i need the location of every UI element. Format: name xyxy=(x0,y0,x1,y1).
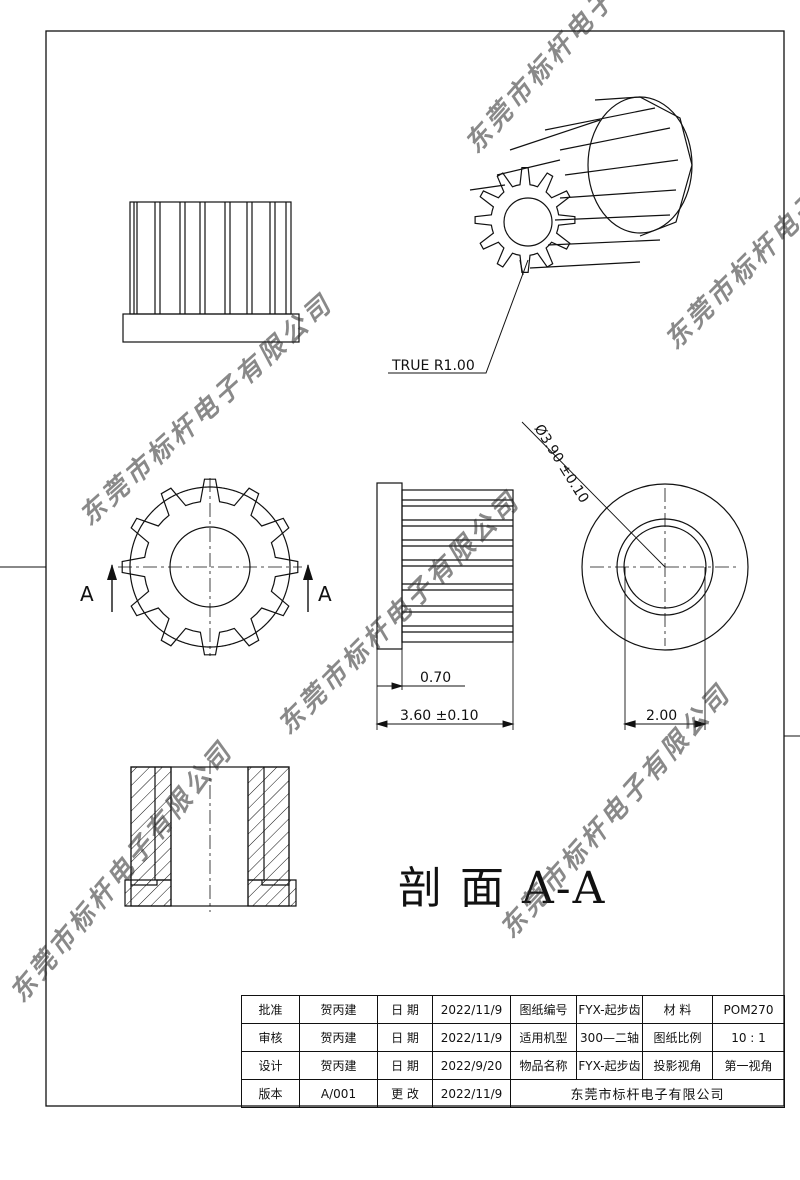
gear-side-view xyxy=(376,482,514,650)
length-dimension: 3.60 ±0.10 xyxy=(400,708,479,724)
title-cell: 适用机型 xyxy=(510,1023,577,1052)
gear-end-view xyxy=(118,478,302,656)
title-cell: 贺丙建 xyxy=(299,995,378,1024)
true-radius-callout: TRUE R1.00 xyxy=(388,259,529,374)
title-cell: 批准 xyxy=(241,995,300,1024)
title-cell: 图纸比例 xyxy=(642,1023,713,1052)
title-cell: 2022/11/9 xyxy=(432,1023,511,1052)
title-cell: 图纸编号 xyxy=(510,995,577,1024)
company-name: 东莞市标杆电子有限公司 xyxy=(510,1079,785,1108)
title-cell: 贺丙建 xyxy=(299,1051,378,1080)
title-cell: 材 料 xyxy=(642,995,713,1024)
title-cell: 投影视角 xyxy=(642,1051,713,1080)
true-radius-label: TRUE R1.00 xyxy=(391,358,475,374)
title-cell: 2022/11/9 xyxy=(432,995,511,1024)
title-cell: 贺丙建 xyxy=(299,1023,378,1052)
section-title: 剖 面 A-A xyxy=(398,863,607,914)
title-cell: POM270 xyxy=(712,995,785,1024)
diameter-dimension: Ø3.90 ±0.10 xyxy=(531,422,592,506)
title-cell: 第一视角 xyxy=(712,1051,785,1080)
side-view-dimensions xyxy=(375,642,515,730)
title-block-row: 版本 A/001 更 改 2022/11/9 东莞市标杆电子有限公司 xyxy=(241,1079,785,1108)
section-mark-left: A xyxy=(80,582,94,606)
title-cell: FYX-起步齿 xyxy=(576,1051,643,1080)
section-view-a-a xyxy=(124,760,297,912)
title-cell: 2022/9/20 xyxy=(432,1051,511,1080)
title-cell: 物品名称 xyxy=(510,1051,577,1080)
title-cell: 2022/11/9 xyxy=(432,1079,511,1108)
gear-back-view xyxy=(521,421,749,730)
drawing-frame xyxy=(0,30,800,1107)
flange-dimension: 0.70 xyxy=(420,670,451,686)
bore-dimension: 2.00 xyxy=(646,708,677,724)
section-mark-right: A xyxy=(318,582,332,606)
title-cell: 10 : 1 xyxy=(712,1023,785,1052)
title-cell: 日 期 xyxy=(377,1023,433,1052)
title-cell: 300—二轴 xyxy=(576,1023,643,1052)
gear-front-view xyxy=(122,201,300,343)
title-cell: 日 期 xyxy=(377,995,433,1024)
title-cell: 审核 xyxy=(241,1023,300,1052)
title-cell: 版本 xyxy=(241,1079,300,1108)
section-cut-markers: A A xyxy=(80,564,332,612)
title-cell: 日 期 xyxy=(377,1051,433,1080)
title-cell: FYX-起步齿 xyxy=(576,995,643,1024)
title-cell: A/001 xyxy=(299,1079,378,1108)
title-cell: 设计 xyxy=(241,1051,300,1080)
title-cell: 更 改 xyxy=(377,1079,433,1108)
gear-isometric-view xyxy=(469,96,693,276)
